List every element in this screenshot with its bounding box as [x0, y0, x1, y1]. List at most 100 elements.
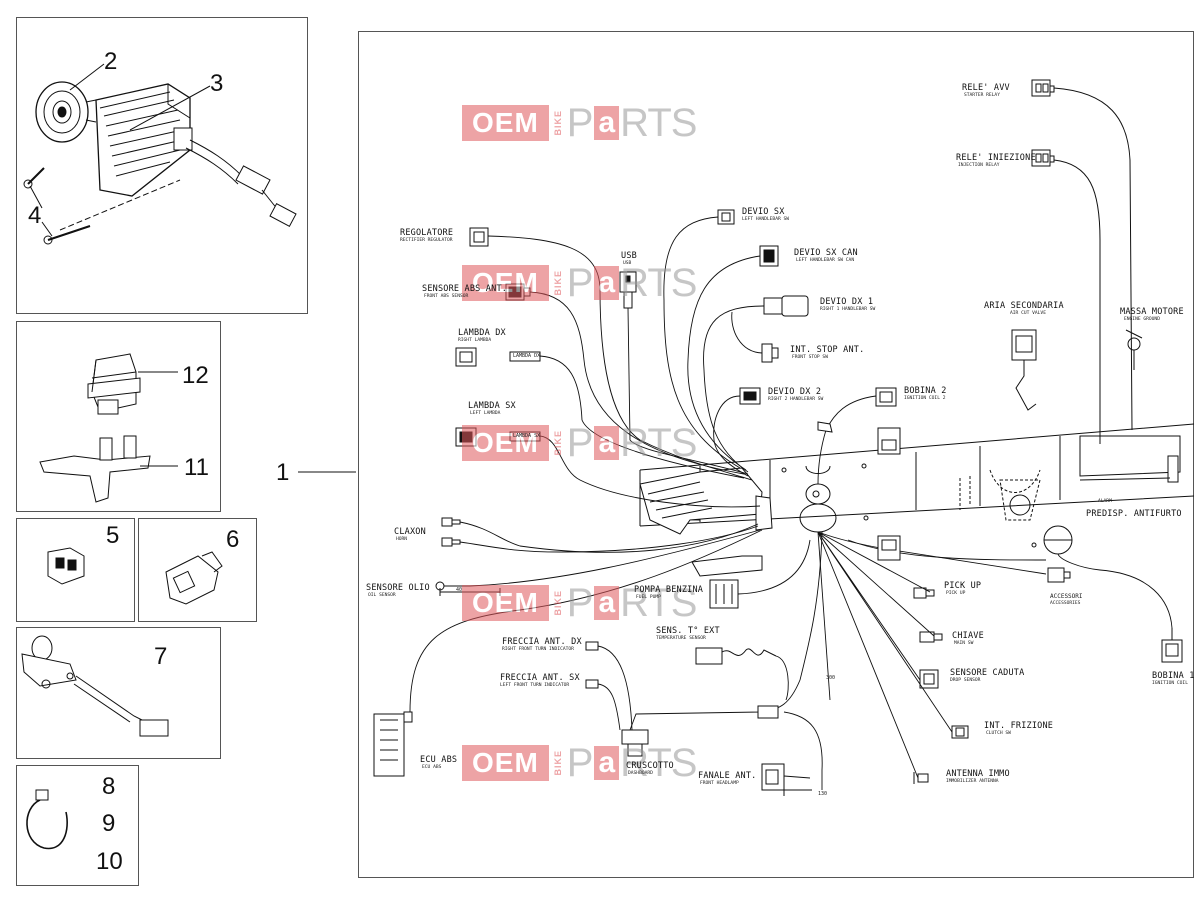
- watermark-5: OEM BIKE P a RTS: [462, 741, 697, 785]
- callout-3[interactable]: 3: [210, 70, 224, 97]
- label-accessori: ACCESSORI: [1050, 593, 1083, 600]
- watermark-oem: OEM: [462, 745, 549, 781]
- connector-ecu-abs: [373, 711, 413, 777]
- watermark-rts: RTS: [620, 421, 697, 465]
- panel-clamp-8-10: [16, 765, 139, 886]
- callout-2[interactable]: 2: [104, 48, 118, 75]
- label-devio-dx1-sub: RIGHT 1 HANDLEBAR SW: [820, 307, 876, 312]
- label-aria-sec: ARIA SECONDARIA: [984, 301, 1064, 311]
- watermark-4: OEM BIKE P a RTS: [462, 581, 697, 625]
- connector-cruscotto: [621, 729, 649, 757]
- label-devio-sx-can: DEVIO SX CAN: [794, 248, 858, 258]
- label-pompa: POMPA BENZINA: [634, 585, 704, 595]
- label-int-frizione: INT. FRIZIONE: [984, 721, 1054, 731]
- callout-leader-4: [29, 185, 53, 237]
- label-sensore-caduta: SENSORE CADUTA: [950, 668, 1025, 678]
- connector-sensore-caduta: [919, 669, 939, 689]
- label-freccia-dx-sub: RIGHT FRONT TURN INDICATOR: [502, 647, 574, 652]
- callout-1[interactable]: 1: [276, 459, 290, 486]
- label-lambda-sx-sub: LEFT LAMBDA: [470, 411, 501, 416]
- bracket-drawing: [39, 435, 178, 503]
- clamp-drawing: [26, 789, 68, 850]
- connector-aria-sec: [1011, 329, 1037, 411]
- massa-terminal: [1125, 329, 1143, 370]
- connector-freccia-dx: [585, 641, 599, 651]
- label-ecu-abs: ECU ABS: [420, 755, 458, 765]
- watermark-3: OEM BIKE P a RTS: [462, 421, 697, 465]
- watermark-bike: BIKE: [552, 270, 563, 296]
- watermark-p: P: [566, 421, 594, 465]
- label-fanale: FANALE ANT.: [698, 771, 757, 781]
- connector-devio-dx1: [763, 295, 809, 317]
- connector-regolatore: [469, 227, 489, 247]
- dimension-label-130: 130: [818, 791, 828, 797]
- label-bobina2-sub: IGNITION COIL 2: [904, 396, 946, 401]
- label-pick-up-sub: PICK UP: [946, 591, 966, 596]
- label-devio-sx: DEVIO SX: [742, 207, 785, 217]
- ground-strap: [817, 421, 833, 433]
- connector-sens-temp: [695, 647, 777, 665]
- watermark-rts: RTS: [620, 581, 697, 625]
- callout-7[interactable]: 7: [154, 643, 168, 670]
- label-sensore-abs-sub: FRONT ABS SENSOR: [424, 294, 469, 299]
- label-devio-dx1: DEVIO DX 1: [820, 297, 874, 307]
- callout-11[interactable]: 11: [184, 454, 209, 481]
- label-usb: USB: [621, 251, 637, 261]
- label-fanale-sub: FRONT HEADLAMP: [700, 781, 739, 786]
- label-int-stop: INT. STOP ANT.: [790, 345, 865, 355]
- label-chiave-sub: MAIN SW: [954, 641, 974, 646]
- label-sensore-olio: SENSORE OLIO: [366, 583, 430, 593]
- callout-6[interactable]: 6: [226, 526, 240, 553]
- label-devio-dx2-sub: RIGHT 2 HANDLEBAR SW: [768, 397, 824, 402]
- label-lambda-dx: LAMBDA DX: [458, 328, 506, 338]
- label-lambda-sx: LAMBDA SX: [468, 401, 516, 411]
- watermark-p: P: [566, 741, 594, 785]
- connector-devio-dx2: [739, 387, 761, 405]
- tape-marker: [757, 705, 779, 719]
- callout-9[interactable]: 9: [102, 810, 116, 837]
- callout-12[interactable]: 12: [182, 362, 209, 389]
- label-claxon-sub: HORN: [396, 537, 408, 542]
- watermark-2: OEM BIKE P a RTS: [462, 261, 697, 305]
- callout-leader-3: [129, 85, 211, 131]
- connector-bobina2: [875, 387, 897, 407]
- label-devio-dx2: DEVIO DX 2: [768, 387, 822, 397]
- sensor-7-drawing: [21, 635, 169, 737]
- label-sens-temp-sub: TEMPERATURE SENSOR: [656, 636, 706, 641]
- label-bobina1: BOBINA 1: [1152, 671, 1195, 681]
- label-sensore-abs: SENSORE ABS ANT.: [422, 284, 508, 294]
- callout-5[interactable]: 5: [106, 522, 120, 549]
- label-sensore-olio-sub: OIL SENSOR: [368, 593, 396, 598]
- watermark-bike: BIKE: [552, 430, 563, 456]
- label-antenna: ANTENNA IMMO: [946, 769, 1010, 779]
- callout-leader-2: [69, 63, 105, 91]
- callout-4[interactable]: 4: [28, 202, 42, 229]
- relay-drawing: [87, 353, 178, 415]
- label-lambda-dx-sub: RIGHT LAMBDA: [458, 338, 492, 343]
- label-pick-up: PICK UP: [944, 581, 982, 591]
- wire-harness: [409, 216, 1173, 790]
- connector-rele-inj: [1031, 149, 1055, 167]
- watermark-rts: RTS: [620, 261, 697, 305]
- label-accessori-sub: ACCESSORIES: [1050, 601, 1081, 606]
- watermark-bike: BIKE: [552, 750, 563, 776]
- callout-10[interactable]: 10: [96, 848, 123, 875]
- label-predisp: PREDISP. ANTIFURTO: [1086, 509, 1182, 519]
- label-massa: MASSA MOTORE: [1120, 307, 1184, 317]
- callout-8[interactable]: 8: [102, 773, 116, 800]
- label-cruscotto: CRUSCOTTO: [626, 761, 674, 771]
- horn-drawing: [23, 81, 97, 189]
- watermark-bike: BIKE: [552, 590, 563, 616]
- connector-devio-sx-can: [759, 245, 779, 267]
- tag-lambda-dx: LAMBDA DX: [513, 353, 541, 359]
- tag-lambda-sx: LAMBDA SX: [513, 433, 541, 439]
- label-usb-sub: USB: [623, 261, 632, 266]
- watermark-oem: OEM: [462, 105, 549, 141]
- connector-lambda-dx: [455, 347, 541, 367]
- connector-rele-avv: [1031, 79, 1055, 97]
- label-cruscotto-sub: DASHBOARD: [628, 771, 653, 776]
- label-claxon: CLAXON: [394, 527, 426, 537]
- label-bobina1-sub: IGNITION COIL: [1152, 681, 1188, 686]
- label-devio-sx-can-sub: LEFT HANDLEBAR SW CAN: [796, 258, 855, 263]
